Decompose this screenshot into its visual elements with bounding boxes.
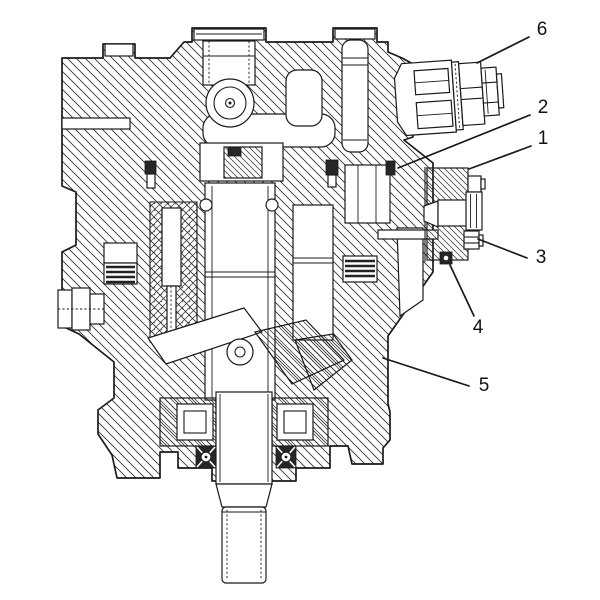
roller-left <box>199 198 213 212</box>
callout-6: 6 <box>537 19 548 40</box>
callout-4: 4 <box>473 317 484 338</box>
side-bolts <box>144 159 396 189</box>
bolt-left <box>144 160 157 175</box>
swash-plate <box>147 307 346 385</box>
shaft-taper <box>215 483 273 508</box>
valve-chamber <box>285 69 323 127</box>
valve-spool <box>341 39 369 153</box>
bearing-right <box>276 403 314 441</box>
small-cap <box>104 43 134 57</box>
left-cap-plate <box>193 28 265 41</box>
output-shaft-assembly <box>159 391 329 584</box>
piston-rod <box>166 285 177 335</box>
callout-2: 2 <box>538 97 549 118</box>
pivot-bore <box>205 78 255 128</box>
plug-item-3 <box>463 230 480 250</box>
callout-5: 5 <box>479 375 490 396</box>
cylinder-barrel <box>199 182 279 401</box>
piston-right <box>292 204 334 341</box>
left-port-channel <box>61 117 131 130</box>
right-cap-plate <box>334 28 376 40</box>
shaft-spline <box>221 506 267 584</box>
relief-valve-fitting <box>393 59 505 137</box>
roller-right <box>265 198 279 212</box>
shaft-journal <box>215 391 273 485</box>
plug-cap <box>465 191 483 231</box>
leader-line-5 <box>382 357 470 387</box>
callout-3: 3 <box>536 247 547 268</box>
leader-line-4 <box>449 264 475 317</box>
bearing-stacks <box>103 242 378 285</box>
callout-1: 1 <box>538 128 549 149</box>
leader-line-3 <box>477 238 528 259</box>
bearing-left <box>176 403 214 441</box>
plug-cone <box>423 200 439 228</box>
screw-item-2 <box>385 160 396 176</box>
center-sleeve <box>199 142 284 182</box>
center-plug <box>437 199 469 227</box>
leader-line-1 <box>468 145 532 170</box>
piston-left <box>161 207 182 287</box>
bolt-right <box>325 159 339 176</box>
valve-section-parts <box>344 164 439 318</box>
cover-top-bolt <box>467 175 482 193</box>
left-plug-body <box>202 40 256 86</box>
ball-joint <box>226 338 254 366</box>
end-cover <box>423 167 486 265</box>
leader-line-6 <box>476 36 530 64</box>
left-port-boss <box>57 287 105 331</box>
leader-line-2 <box>397 114 531 169</box>
callouts: 6 2 1 3 4 5 <box>382 19 549 396</box>
